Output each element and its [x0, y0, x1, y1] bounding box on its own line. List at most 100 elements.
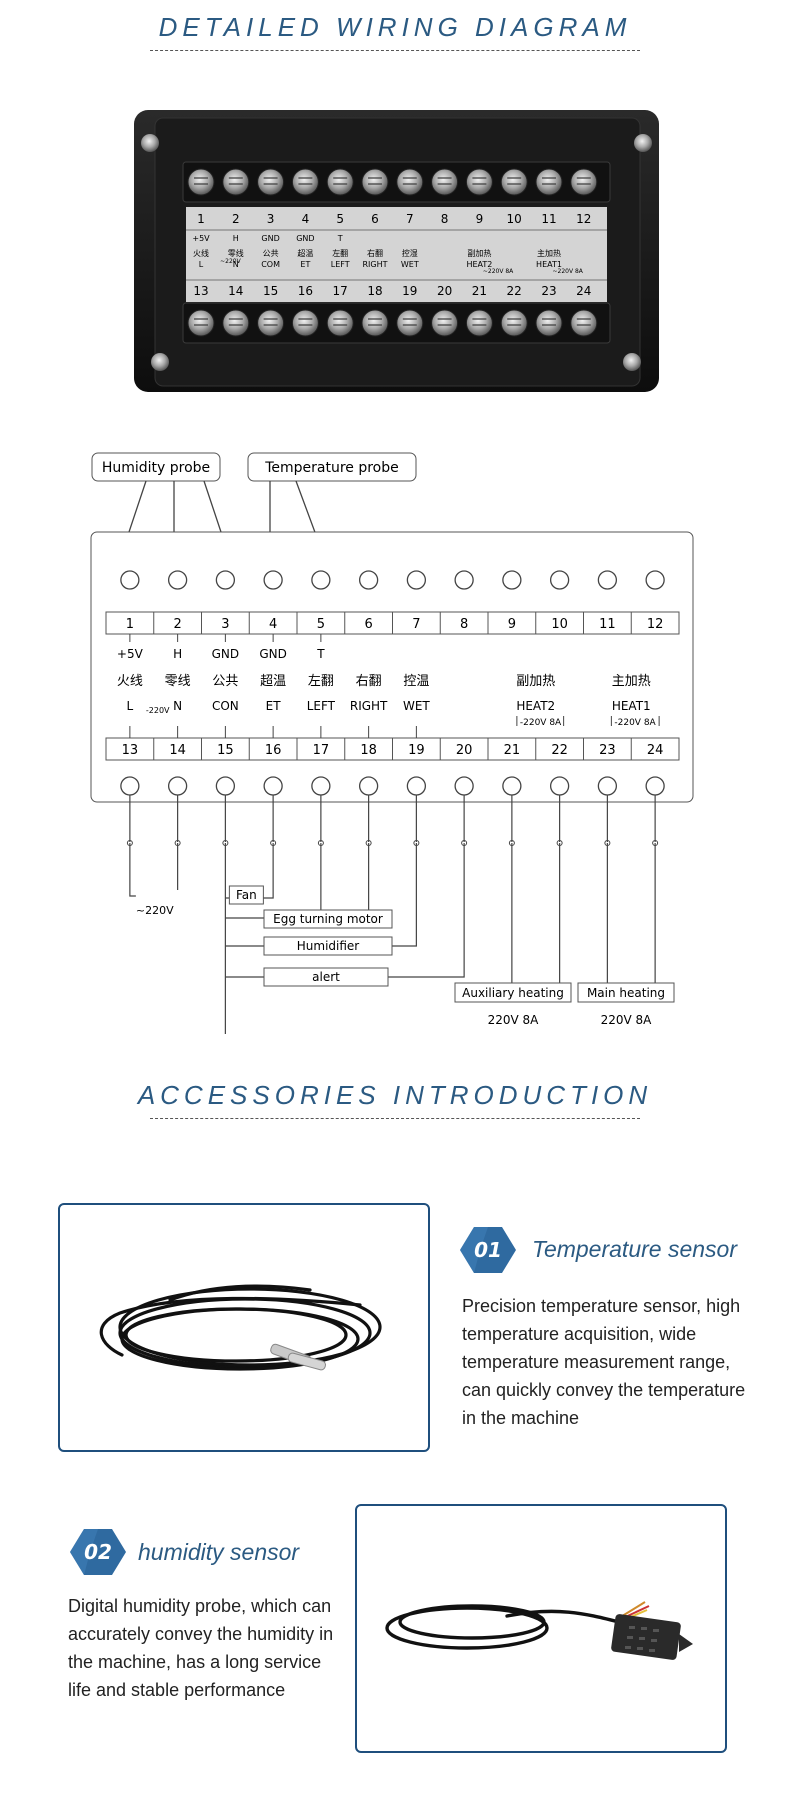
humidifier-label: Humidifier: [297, 939, 360, 953]
schematic-bottom-number: 23: [599, 743, 616, 758]
photo-top-signal: GND: [261, 234, 279, 243]
humidity-sensor-photo-frame: [355, 1504, 727, 1753]
photo-bottom-number: 18: [367, 284, 382, 298]
bottom-terminal-icon: [549, 776, 570, 796]
photo-bottom-cn: 主加热: [537, 248, 561, 258]
bottom-terminal-icon: [167, 776, 188, 796]
photo-top-signal: GND: [296, 234, 314, 243]
schematic-bottom-number: 15: [217, 743, 234, 758]
supply-label: ~220V: [136, 904, 174, 917]
terminal-screw-icon: [326, 168, 354, 196]
auxiliary-heating-rating: 220V 8A: [488, 1013, 540, 1027]
top-terminal-icon: [549, 570, 570, 590]
schematic-bottom-en: LEFT: [307, 699, 336, 713]
corner-screw-icon: [623, 353, 641, 371]
schematic-top-number: 4: [269, 617, 277, 632]
photo-bottom-number: 20: [437, 284, 452, 298]
schematic-bottom-cn: 副加热: [516, 674, 555, 689]
temperature-sensor-image: [99, 1284, 382, 1371]
photo-bottom-en: WET: [401, 260, 419, 269]
schematic-bottom-number: 16: [265, 743, 282, 758]
photo-top-number: 8: [441, 212, 449, 226]
terminal-label-plate: [186, 207, 607, 302]
terminal-screw-icon: [465, 168, 493, 196]
schematic-top-signal: +5V: [117, 647, 144, 661]
terminal-screw-icon: [257, 309, 285, 337]
photo-bottom-cn: 右翻: [367, 248, 383, 258]
photo-bottom-cn: 控湿: [402, 248, 418, 258]
top-terminal-icon: [597, 570, 618, 590]
schematic-bottom-en: ET: [266, 699, 282, 713]
terminal-screw-icon: [187, 309, 215, 337]
schematic-bottom-number: 13: [122, 743, 139, 758]
photo-top-number: 3: [267, 212, 275, 226]
schematic-top-number: 1: [126, 617, 134, 632]
terminal-screw-icon: [187, 168, 215, 196]
badge-02-icon: 02: [70, 1529, 126, 1575]
main-heating-box: [577, 982, 675, 1003]
photo-bottom-cn: 左翻: [332, 248, 348, 258]
photo-top-signal: +5V: [192, 234, 210, 243]
schematic-top-number: 3: [221, 617, 229, 632]
top-terminal-icon: [502, 570, 522, 590]
terminal-screw-icon: [570, 309, 598, 337]
photo-top-number: 12: [576, 212, 591, 226]
schematic-top-signal: H: [173, 647, 182, 661]
terminal-screw-icon: [222, 168, 250, 196]
temperature-probe-label: Temperature probe: [264, 460, 399, 476]
terminal-screw-icon: [396, 168, 424, 196]
schematic-bottom-number: 17: [313, 743, 330, 758]
bottom-terminal-icon: [311, 776, 331, 796]
terminal-screw-icon: [257, 168, 285, 196]
corner-screw-icon: [634, 134, 652, 152]
terminal-screw-icon: [465, 309, 493, 337]
top-terminal-icon: [263, 570, 283, 590]
schematic-top-signal: GND: [259, 647, 287, 661]
humidity-probe-label: Humidity probe: [102, 460, 210, 476]
wiring-title-rule: [150, 50, 640, 51]
terminal-screw-icon: [535, 168, 563, 196]
accessories-title-rule: [150, 1118, 640, 1119]
schematic-bottom-cn: 左翻: [308, 674, 334, 689]
bottom-terminal-icon: [358, 776, 379, 796]
schematic-top-number: 10: [551, 617, 568, 632]
terminal-screw-icon: [326, 309, 354, 337]
photo-bottom-number: 15: [263, 284, 278, 298]
photo-heat1-note: ~220V 8A: [552, 268, 583, 275]
photo-bottom-en: N: [233, 260, 239, 269]
terminal-screw-icon: [291, 168, 319, 196]
terminal-screw-icon: [431, 168, 459, 196]
photo-bottom-cn: 超温: [297, 248, 313, 258]
schematic-bottom-number: 21: [504, 743, 521, 758]
bottom-terminal-icon: [406, 776, 427, 796]
svg-text:01: 01: [474, 1238, 502, 1262]
svg-text:02: 02: [84, 1540, 112, 1564]
photo-bottom-number: 14: [228, 284, 243, 298]
accessories-section-title: ACCESSORIES INTRODUCTION: [137, 1080, 653, 1110]
schematic-bottom-en: CON: [212, 699, 239, 713]
alert-box: [263, 967, 389, 987]
photo-bottom-cn: 零线: [228, 248, 244, 258]
photo-bottom-cn: 火线: [193, 248, 209, 258]
photo-bottom-en: RIGHT: [362, 260, 387, 269]
top-terminal-icon: [311, 570, 331, 590]
schematic-top-number: 11: [599, 617, 616, 632]
alert-label: alert: [312, 970, 340, 984]
corner-screw-icon: [141, 134, 159, 152]
schematic-bottom-en: HEAT1: [612, 699, 651, 713]
photo-bottom-cn: 公共: [263, 249, 279, 258]
photo-top-number: 11: [541, 212, 556, 226]
terminal-screw-icon: [500, 309, 528, 337]
photo-bottom-number: 22: [507, 284, 522, 298]
photo-bottom-number: 17: [333, 284, 348, 298]
bottom-terminal-icon: [645, 776, 665, 796]
schematic-bottom-cn: 火线: [117, 674, 143, 689]
schematic-bottom-number: 22: [551, 743, 568, 758]
main-heating-label: Main heating: [587, 986, 665, 1000]
photo-bottom-en: ET: [300, 260, 310, 269]
main-heating-rating: 220V 8A: [601, 1013, 653, 1027]
bottom-terminal-icon: [502, 776, 522, 796]
photo-top-signal: H: [233, 234, 239, 243]
bottom-terminal-icon: [263, 776, 283, 796]
photo-top-number: 9: [476, 212, 484, 226]
